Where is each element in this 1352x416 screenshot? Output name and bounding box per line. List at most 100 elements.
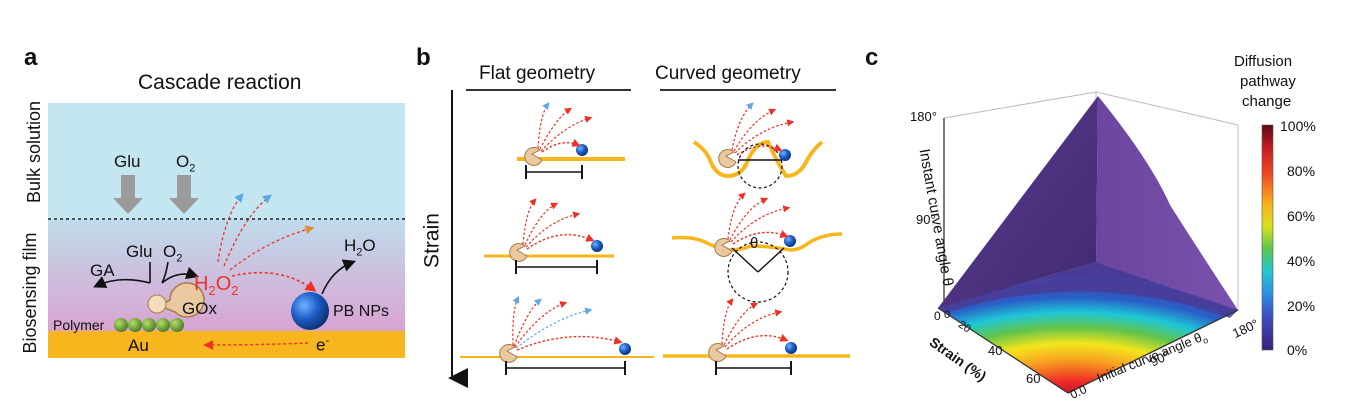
- surface-top-band: [938, 279, 1238, 318]
- h2o2-h: H: [194, 273, 209, 295]
- colorbar-tick-60: 60%: [1287, 208, 1316, 224]
- panel-a-diagram: [48, 103, 405, 358]
- flat-to-pb-3: [516, 335, 623, 351]
- flat-escape-2a: [522, 198, 537, 245]
- panel-b-letter: b: [416, 44, 431, 71]
- flat-escape-2c: [525, 211, 581, 248]
- panel-a-title: Cascade reaction: [138, 71, 302, 94]
- z-tick-90: 90°: [916, 212, 936, 227]
- curved-pb-2: [784, 235, 796, 247]
- initial-angle-axis-line: [1067, 309, 1239, 394]
- h2o-label: H2O: [344, 237, 376, 258]
- curved-surface-2: [671, 232, 843, 252]
- h2o-h: H: [344, 236, 357, 255]
- theta-label: θ: [750, 235, 759, 252]
- curved-escape-2b: [729, 197, 769, 241]
- o2-down-arrow: [169, 175, 199, 214]
- gox-label: GOx: [182, 299, 217, 318]
- z-tick-180: 180°: [910, 109, 937, 124]
- glu-down-arrow: [113, 175, 143, 214]
- colorbar-tick-40: 40%: [1287, 253, 1316, 269]
- curved-geometry-title: Curved geometry: [655, 63, 801, 84]
- electron-text: e: [316, 335, 326, 355]
- o2-mid-text: O: [163, 242, 177, 261]
- o2-mid-label: O2: [163, 243, 182, 264]
- pb-nanoparticle-icon: [291, 292, 329, 330]
- h2o-o: O: [362, 236, 376, 255]
- h2o2-o: O: [215, 273, 232, 295]
- colorbar-tick-20: 20%: [1287, 298, 1316, 314]
- flat-escape-2b: [524, 202, 559, 246]
- flat-escape-3a: [512, 295, 520, 346]
- flat-escape-1a: [537, 102, 550, 149]
- to-ga-arrow: [93, 276, 151, 288]
- flat-pb-2: [591, 240, 603, 252]
- flat-escape-1c: [540, 115, 593, 152]
- curved-escape-1c: [734, 119, 795, 154]
- strain-tick-40: 40: [988, 343, 1003, 358]
- curved-escape-3b: [723, 302, 759, 346]
- gox-enzyme-icon: [147, 282, 205, 318]
- colorbar-title-line2: pathway: [1240, 73, 1296, 90]
- flat-enzyme-1: [524, 146, 543, 166]
- biosensing-film-region: [48, 219, 405, 331]
- o2-top-label: O2: [176, 153, 195, 174]
- pb-nps-label: PB NPs: [333, 303, 390, 320]
- left-purple-face: [938, 96, 1098, 308]
- to-h2o2-arrow: [161, 266, 200, 284]
- colorbar-title-line1: Diffusion: [1234, 53, 1293, 70]
- curved-to-pb-1: [736, 143, 783, 156]
- h2o2-sub1: 2: [208, 283, 216, 298]
- curved-surface-1: [692, 139, 824, 179]
- gold-electrode: [48, 331, 405, 358]
- panel-b-diagram: [448, 89, 850, 388]
- h2o2-escape-arrow-3: [229, 225, 315, 271]
- electron-label: e-: [316, 336, 329, 354]
- h2o2-to-pb-arrow: [231, 271, 317, 292]
- pb-to-h2o-arrow: [321, 259, 356, 295]
- curved-to-pb-2: [732, 230, 789, 245]
- curved-to-pb-3: [726, 333, 789, 350]
- colorbar-tick-80: 80%: [1287, 163, 1316, 179]
- bulk-solution-region: [48, 103, 405, 219]
- curved-escape-1b: [733, 108, 777, 152]
- strain-tick-0: 0: [944, 309, 951, 321]
- panel-a-letter: a: [24, 44, 38, 71]
- panel-c-letter: c: [865, 44, 879, 71]
- flat-geometry-title: Flat geometry: [479, 63, 596, 84]
- flat-enzyme-3: [499, 343, 518, 363]
- flat-pb-3: [619, 343, 631, 355]
- ga-label: GA: [90, 261, 115, 280]
- flat-enzyme-2: [509, 242, 528, 262]
- h2o2-escape-arrow-1: [217, 193, 244, 263]
- glu-mid-label: Glu: [126, 242, 153, 261]
- colorbar: [1261, 124, 1274, 351]
- h2o2-escape-arrow-2: [223, 194, 273, 267]
- curved-circle-1: [737, 143, 783, 189]
- curved-escape-3c: [724, 309, 783, 348]
- strain-tick-60: 60: [1026, 371, 1041, 386]
- flat-escape-3b: [513, 298, 542, 347]
- curved-escape-1a: [731, 102, 754, 151]
- o2-top-subscript: 2: [189, 162, 196, 175]
- h2o-sub: 2: [356, 246, 363, 259]
- glu-top-label: Glu: [114, 152, 141, 171]
- colorbar-tick-100: 100%: [1280, 118, 1316, 134]
- flat-pb-1: [576, 144, 588, 156]
- colorbar-tick-0: 0%: [1287, 342, 1308, 358]
- electron-transfer-arrow: [203, 340, 309, 350]
- curved-enzyme-2: [714, 237, 733, 257]
- h2o2-label: H2O2: [194, 274, 238, 297]
- curved-pb-3: [785, 342, 797, 354]
- o2-top-text: O: [176, 152, 190, 171]
- curved-circle-2: [727, 241, 789, 303]
- o2-mid-subscript: 2: [176, 252, 183, 265]
- polymer-label: Polymer: [53, 317, 105, 333]
- curved-radius-2a: [731, 247, 759, 273]
- colorbar-title-line3: change: [1242, 93, 1292, 110]
- curved-enzyme-1: [718, 148, 737, 168]
- flat-escape-3c: [514, 301, 568, 348]
- z-tick-0: 0: [934, 309, 941, 323]
- curved-radius-2b: [757, 247, 785, 273]
